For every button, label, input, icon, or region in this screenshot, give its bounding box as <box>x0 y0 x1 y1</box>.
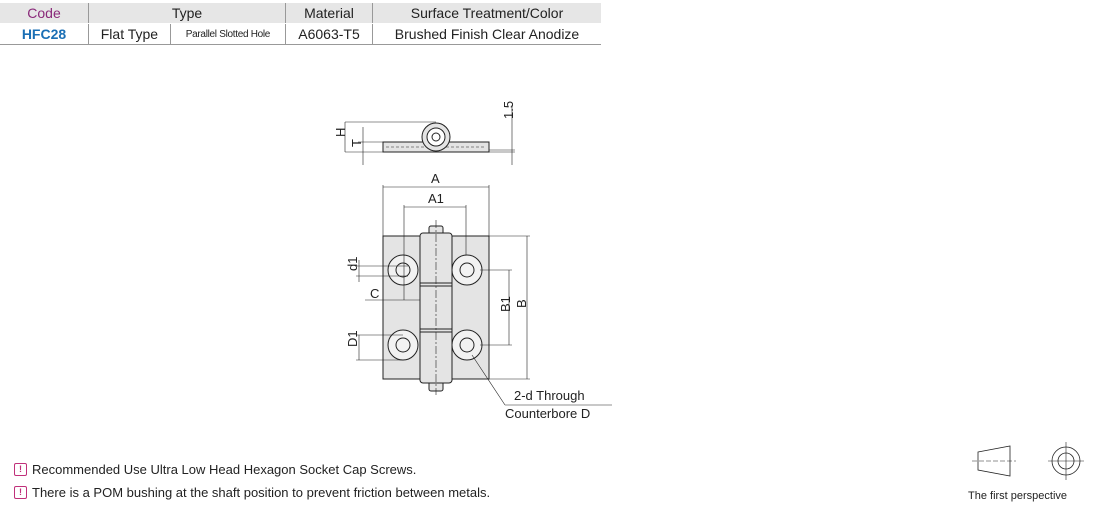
table-row: HFC28 Flat Type Parallel Slotted Hole A6… <box>0 23 601 45</box>
cell-material: A6063-T5 <box>285 23 373 45</box>
header-material: Material <box>285 3 373 24</box>
cell-type-main: Flat Type <box>88 23 171 45</box>
label-A1: A1 <box>428 191 444 206</box>
label-B1: B1 <box>498 296 513 312</box>
callout-line2: Counterbore D <box>505 406 590 421</box>
spec-table: Code Type Material Surface Treatment/Col… <box>0 3 601 45</box>
table-header-row: Code Type Material Surface Treatment/Col… <box>0 3 601 24</box>
label-D1: D1 <box>345 330 360 347</box>
header-code: Code <box>0 3 89 24</box>
perspective-label: The first perspective <box>968 490 1068 502</box>
warning-icon: ! <box>14 463 27 476</box>
front-view <box>356 185 612 406</box>
cell-surface: Brushed Finish Clear Anodize <box>372 23 601 45</box>
warning-icon: ! <box>14 486 27 499</box>
label-A: A <box>431 171 440 186</box>
label-d1: d1 <box>345 257 360 271</box>
label-C: C <box>370 286 379 301</box>
label-T: T <box>349 139 364 147</box>
first-angle-projection-icon <box>972 442 1084 480</box>
note-text: There is a POM bushing at the shaft posi… <box>32 485 491 500</box>
cell-type-sub: Parallel Slotted Hole <box>169 23 286 45</box>
top-view <box>344 105 515 165</box>
note-2: ! There is a POM bushing at the shaft po… <box>14 485 490 500</box>
header-surface: Surface Treatment/Color <box>372 3 601 24</box>
header-type: Type <box>88 3 286 24</box>
note-1: ! Recommended Use Ultra Low Head Hexagon… <box>14 462 416 477</box>
label-thickness: 1.5 <box>501 101 516 119</box>
cell-code: HFC28 <box>0 23 89 45</box>
label-H: H <box>333 128 348 137</box>
label-B: B <box>514 299 529 308</box>
callout-line1: 2-d Through <box>514 388 585 403</box>
note-text: Recommended Use Ultra Low Head Hexagon S… <box>32 462 417 477</box>
